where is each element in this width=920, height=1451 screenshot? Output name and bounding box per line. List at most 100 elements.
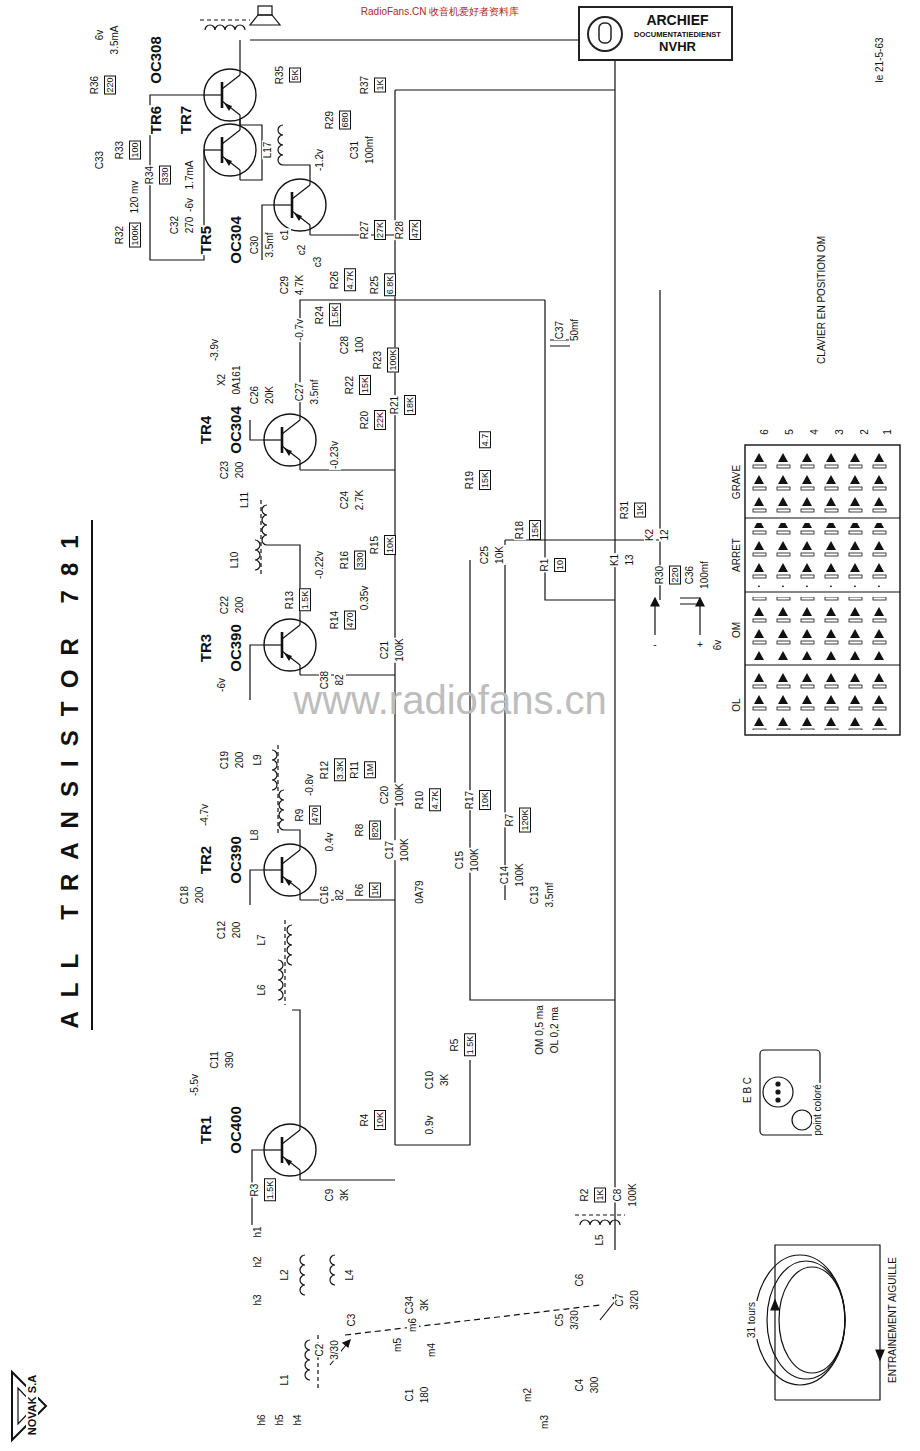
component-label: 1.7mA: [184, 160, 196, 191]
component-label: C19: [219, 750, 231, 770]
resistor-value: 1.5K: [464, 1034, 476, 1057]
resistor-value: 1K: [374, 77, 386, 92]
component-label: C34: [404, 1295, 416, 1315]
resistor-value: 3.3K: [334, 759, 346, 782]
component-label: C30: [249, 235, 261, 255]
diagram-title: ALL TRANSISTOR 781: [56, 521, 84, 1028]
resistor-value: 1K: [369, 882, 381, 897]
component-label: R24: [314, 305, 326, 325]
component-label: L1: [279, 1373, 291, 1386]
component-label: C31: [349, 140, 361, 160]
component-label: C23: [219, 460, 231, 480]
component-label: L10: [229, 551, 241, 570]
component-label: R21: [389, 395, 401, 415]
component-label: GRAVE: [731, 464, 743, 500]
component-label: 3.5mf: [544, 881, 556, 908]
component-label: 12: [659, 528, 671, 541]
component-label: C24: [339, 490, 351, 510]
component-label: 200: [234, 596, 246, 615]
stamp-text: ARCHIEF: [632, 12, 723, 30]
component-label: R10: [414, 790, 426, 810]
component-label: R19: [464, 470, 476, 490]
component-label: 0.9v: [424, 1115, 436, 1136]
component-label: 20K: [264, 385, 276, 405]
component-label: R4: [359, 1113, 371, 1128]
component-label: 5: [784, 428, 796, 436]
component-label: h2: [252, 1255, 264, 1268]
component-label: C3: [346, 1313, 358, 1328]
resistor-value: 470: [309, 805, 321, 824]
component-label: h6: [256, 1413, 268, 1426]
resistor-value: 1.5K: [329, 304, 341, 327]
component-label: 180: [419, 1386, 431, 1405]
component-label: h4: [292, 1413, 304, 1426]
component-label: 2: [859, 428, 871, 436]
wiring: [12, 6, 900, 1440]
transistor-symbols: [204, 65, 326, 1180]
component-label: R37: [359, 75, 371, 95]
component-label: point coloré: [812, 1083, 824, 1137]
component-label: 0.4v: [324, 832, 336, 853]
component-label: X2: [216, 373, 228, 387]
component-label: R11: [349, 760, 361, 780]
component-label: h3: [252, 1293, 264, 1306]
component-label: C38: [319, 670, 331, 690]
resistor-value: 820: [369, 820, 381, 839]
stamp-logo: [585, 14, 625, 54]
component-label: OL: [731, 697, 743, 712]
resistor-value: 470: [344, 610, 356, 629]
resistor-value: 10K: [479, 790, 491, 810]
transistor-label: OC304: [227, 215, 244, 265]
component-label: L5: [594, 1233, 606, 1246]
transistor-label: TR4: [197, 415, 214, 445]
component-label: C5: [554, 1313, 566, 1328]
component-label: C18: [179, 885, 191, 905]
component-label: C33: [94, 150, 106, 170]
resistor-value: 1M: [364, 762, 376, 779]
component-label: 200: [194, 886, 206, 905]
component-label: 300: [589, 1376, 601, 1395]
transistor-label: TR2: [197, 845, 214, 875]
component-label: 3K: [339, 1188, 351, 1202]
transistor-label: OC400: [227, 1105, 244, 1155]
transistor-label: OC304: [227, 405, 244, 455]
component-label: R34: [144, 165, 156, 185]
component-label: 10K: [494, 545, 506, 565]
component-label: 3K: [419, 1298, 431, 1312]
resistor-value: 10K: [374, 1110, 386, 1130]
component-label: -1.2v: [314, 148, 326, 172]
component-label: 200: [234, 751, 246, 770]
resistor-value: 4.7K: [344, 269, 356, 292]
component-label: C11: [209, 1050, 221, 1070]
component-label: 3.5mA: [109, 25, 121, 56]
component-label: le 21-5-63: [874, 36, 886, 83]
resistor-value: 22K: [374, 410, 386, 430]
component-label: -0.8v: [304, 773, 316, 797]
resistor-value: 1.5K: [299, 589, 311, 612]
component-label: 100K: [514, 862, 526, 887]
component-label: R15: [369, 535, 381, 555]
component-label: R13: [284, 590, 296, 610]
resistor-value: 1K: [634, 502, 646, 517]
component-label: OL 0,2 ma: [549, 1006, 561, 1054]
component-label: C29: [279, 275, 291, 295]
component-label: C9: [324, 1188, 336, 1203]
component-label: R12: [319, 760, 331, 780]
transistor-label: TR7: [177, 105, 194, 135]
transistor-label: TR6: [147, 105, 164, 135]
component-label: L7: [256, 933, 268, 946]
resistor-value: 220: [104, 75, 116, 94]
component-label: 120 mv: [129, 180, 141, 215]
component-label: L2: [279, 1268, 291, 1281]
component-label: 100mf: [364, 135, 376, 165]
component-label: C2: [314, 1343, 326, 1358]
component-label: C28: [339, 335, 351, 355]
component-label: R20: [359, 410, 371, 430]
component-label: c2: [296, 244, 308, 257]
component-label: R27: [359, 220, 371, 240]
component-label: NOVAK S.A: [26, 1374, 38, 1436]
component-label: c1: [279, 229, 291, 242]
component-label: 4: [809, 428, 821, 436]
component-label: K2: [644, 528, 656, 542]
